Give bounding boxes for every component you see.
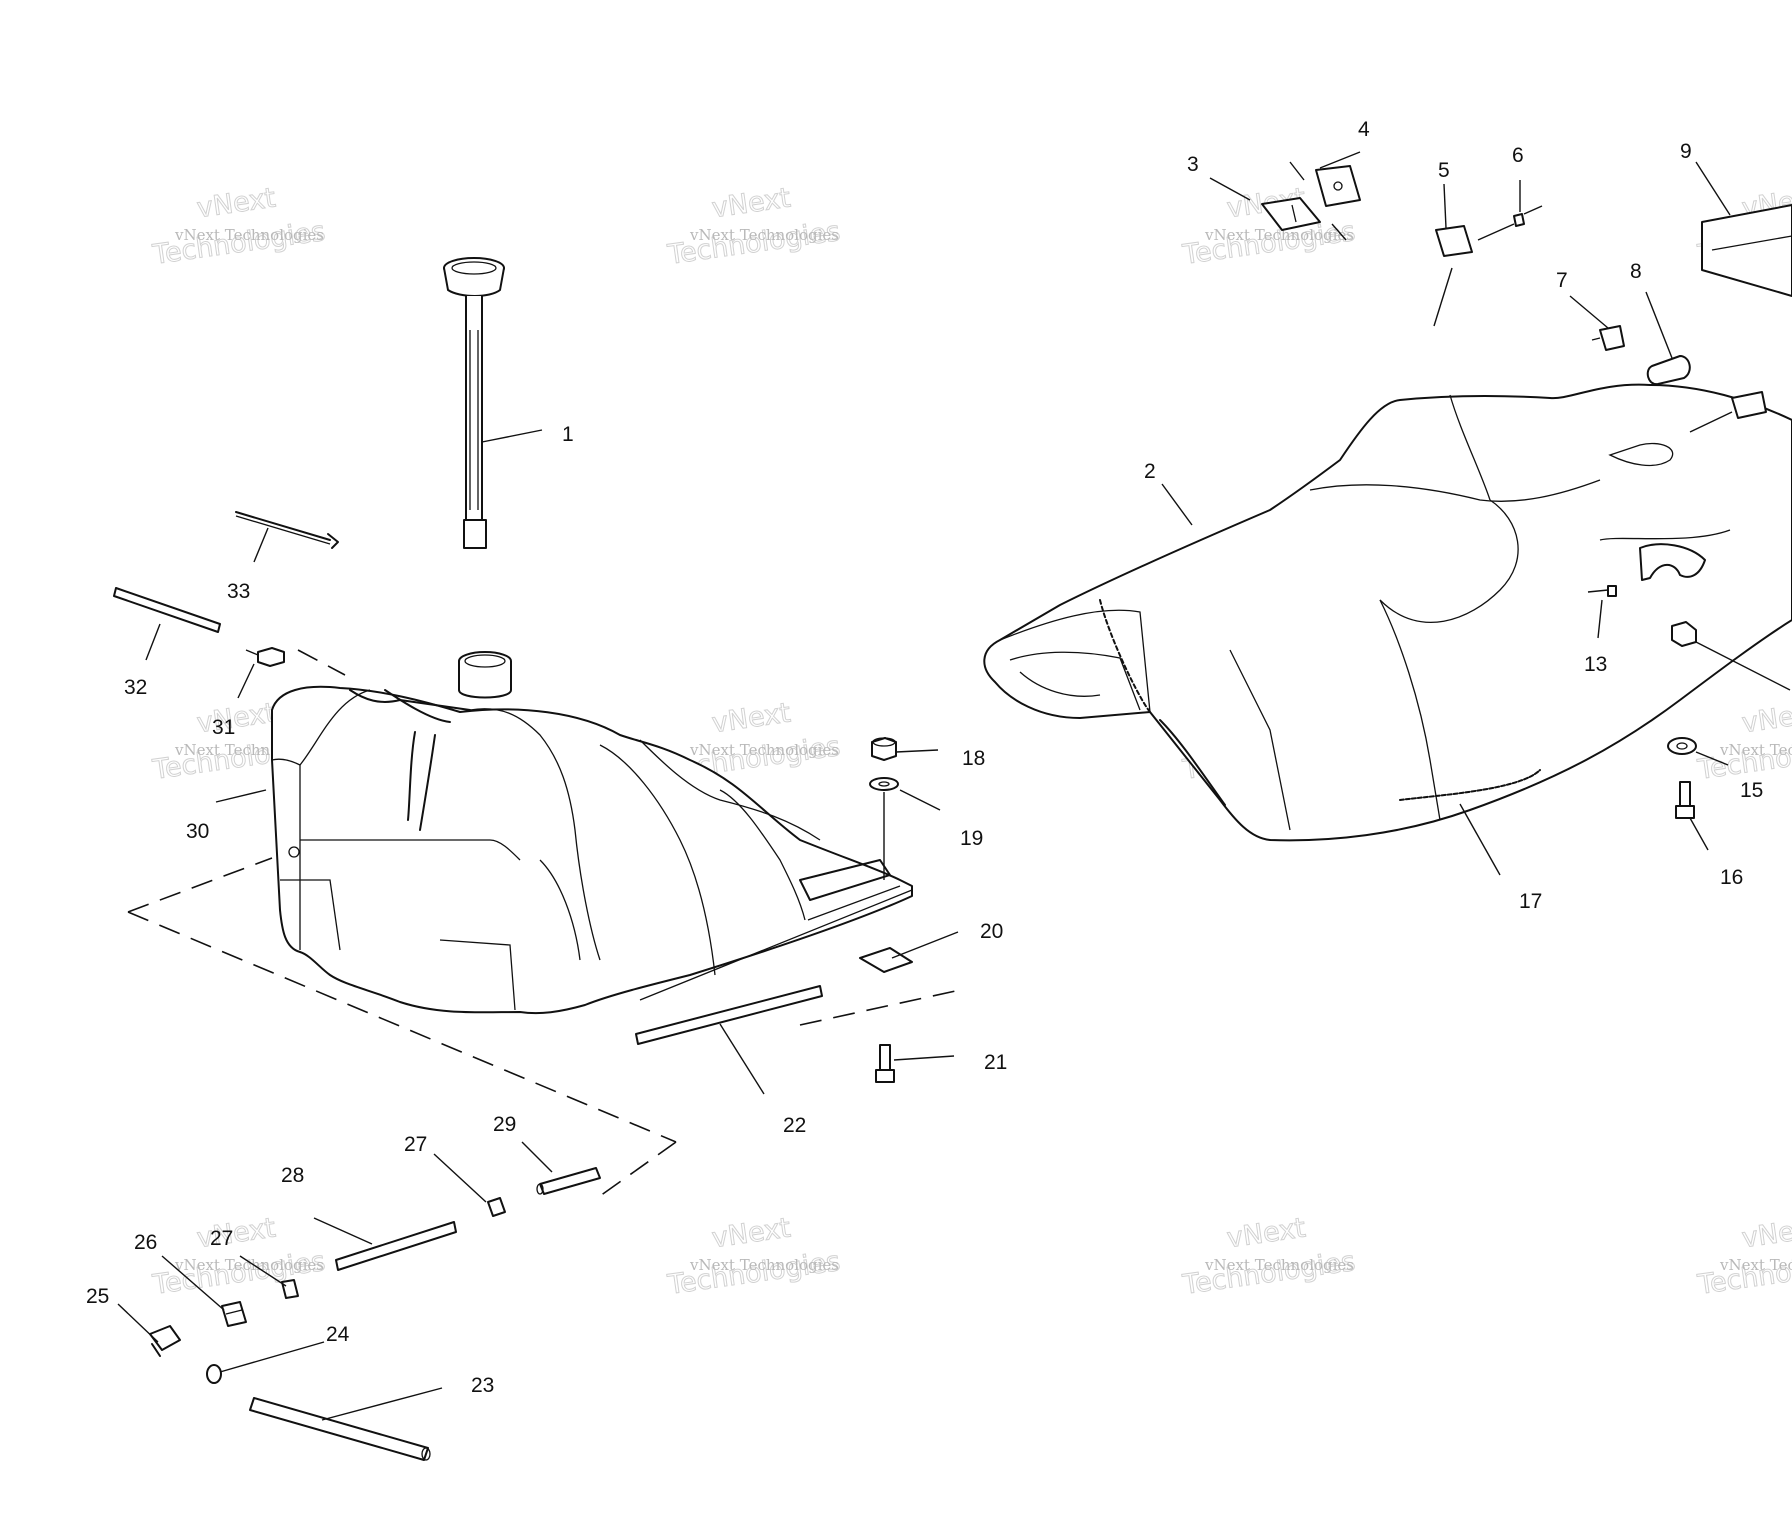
part-4-plate [1289, 161, 1361, 241]
callout-labels: 1 2 3 4 5 6 7 8 9 13 15 16 17 18 19 20 2… [86, 118, 1763, 1397]
watermark: vNext Technologies vNext Technologies [1695, 1212, 1792, 1301]
part-7-grommet [1591, 325, 1625, 351]
svg-text:vNext Technologies: vNext Technologies [1204, 1256, 1354, 1274]
part-19-washer [869, 777, 899, 880]
part-9-handle [1701, 204, 1792, 297]
watermark: vNext Technologies vNext Technologies [1180, 1212, 1358, 1301]
callout-5: 5 [1438, 159, 1450, 182]
part-29-pin [536, 1167, 601, 1195]
callout-9: 9 [1680, 140, 1692, 163]
part-20-plate [859, 947, 913, 973]
watermark-small: vNext Technologies [174, 226, 324, 244]
part-27-spacer [487, 1197, 506, 1217]
assembly-guide-lines [127, 649, 961, 1197]
callout-6: 6 [1512, 144, 1524, 167]
part-6-screw [1477, 205, 1543, 241]
watermark: vNext Technologies vNext Technologies [665, 182, 843, 271]
callout-27-lower: 27 [210, 1227, 233, 1250]
svg-text:vNext Technologies: vNext Technologies [689, 741, 839, 759]
callout-4: 4 [1358, 118, 1370, 141]
svg-text:vNext Technologies: vNext Technologies [1204, 226, 1354, 244]
svg-text:vNext Technologies: vNext Technologies [174, 1256, 324, 1274]
callout-22: 22 [783, 1114, 806, 1137]
callout-25: 25 [86, 1285, 109, 1308]
part-27-bushing [281, 1279, 299, 1299]
part-23-rod [249, 1397, 431, 1461]
part-24-ring [206, 1364, 222, 1384]
svg-text:vNext: vNext [195, 1213, 277, 1255]
part-15-washer [1667, 737, 1697, 755]
svg-text:vNext: vNext [1225, 1213, 1307, 1255]
callout-23: 23 [471, 1374, 494, 1397]
part-28-rod [335, 1221, 457, 1271]
svg-text:vNext: vNext [195, 698, 277, 740]
callout-20: 20 [980, 920, 1003, 943]
svg-text:vNext: vNext [710, 698, 792, 740]
watermark: vNext Technologies vNext Technologies [150, 1212, 328, 1301]
callout-13: 13 [1584, 653, 1607, 676]
part-10-bumper [1689, 391, 1767, 433]
part-21-bolt [875, 1044, 895, 1083]
part-3-bracket [1261, 197, 1321, 231]
watermark: vNext Technologies vNext Technologies [1695, 697, 1792, 786]
callout-28: 28 [281, 1164, 304, 1187]
callout-1: 1 [562, 423, 574, 446]
callout-31: 31 [212, 716, 235, 739]
part-13-rivet [1587, 585, 1617, 597]
fuel-tank [271, 651, 913, 1015]
svg-text:vNext: vNext [710, 1213, 792, 1255]
svg-text:vNext: vNext [1740, 1213, 1792, 1255]
callout-26: 26 [134, 1231, 157, 1254]
callout-7: 7 [1556, 269, 1568, 292]
callout-19: 19 [960, 827, 983, 850]
part-26-grommet [221, 1301, 247, 1327]
callout-16: 16 [1720, 866, 1743, 889]
callout-8: 8 [1630, 260, 1642, 283]
callout-29: 29 [493, 1113, 516, 1136]
part-33-vent-clip [235, 511, 339, 549]
callout-2: 2 [1144, 460, 1156, 483]
svg-text:vNext Technologies: vNext Technologies [689, 1256, 839, 1274]
callout-3: 3 [1187, 153, 1199, 176]
callout-15: 15 [1740, 779, 1763, 802]
callout-21: 21 [984, 1051, 1007, 1074]
part-16-bolt [1675, 781, 1695, 819]
watermark: vNext Technologies vNext Technologies [665, 1212, 843, 1301]
callout-17: 17 [1519, 890, 1542, 913]
callout-24: 24 [326, 1323, 350, 1346]
part-25-cap [149, 1325, 181, 1357]
part-18-nut [871, 737, 897, 761]
svg-text:vNext Technologies: vNext Technologies [689, 226, 839, 244]
svg-text:vNext Technologies: vNext Technologies [1719, 1256, 1792, 1274]
callout-32: 32 [124, 676, 147, 699]
part-5-plate [1433, 225, 1473, 327]
svg-text:vNext: vNext [1740, 698, 1792, 740]
fuel-gauge-sender [443, 257, 505, 549]
callout-27-upper: 27 [404, 1133, 427, 1156]
part-32-hose [113, 587, 221, 633]
callout-30: 30 [186, 820, 209, 843]
callout-33: 33 [227, 580, 250, 603]
svg-text:vNext: vNext [710, 183, 792, 225]
callout-18: 18 [962, 747, 985, 770]
seat [983, 383, 1792, 842]
part-22-strip [635, 985, 823, 1045]
watermark-big-1: vNext [195, 183, 277, 225]
leader-lines [117, 151, 1791, 1421]
svg-text:vNext Technologies: vNext Technologies [1719, 741, 1792, 759]
watermark: vNext Technologies vNext Technologies [150, 182, 328, 271]
part-8-bumper [1646, 355, 1691, 386]
part-31-fitting [245, 647, 285, 667]
